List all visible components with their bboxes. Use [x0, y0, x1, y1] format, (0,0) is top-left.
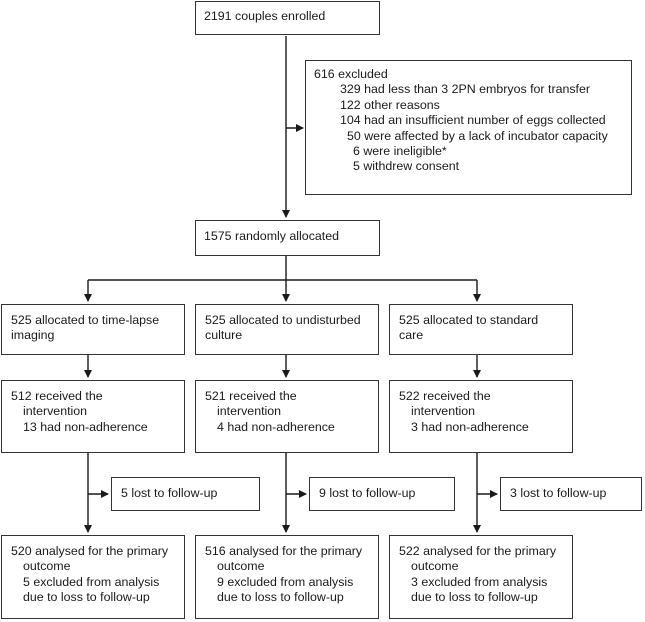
- arm3-analysed-line: 522 analysed for the primary: [399, 544, 557, 558]
- arm1-allocated-line: imaging: [11, 328, 55, 343]
- arm3-received-line: 522 received the: [399, 389, 491, 403]
- arm1-analysed-line: 520 analysed for the primary: [11, 544, 169, 558]
- arm2-analysed-box: 516 analysed for the primary outcome 9 e…: [195, 535, 379, 619]
- randomised-box: 1575 randomly allocated: [195, 220, 380, 256]
- arm1-allocated-line: 525 allocated to time-lapse: [11, 313, 160, 327]
- arm1-analysed-line: due to loss to follow-up: [23, 590, 150, 605]
- arm2-lost-text: 9 lost to follow-up: [319, 486, 416, 500]
- excluded-reason: 5 withdrew consent: [353, 159, 460, 174]
- enrolled-box: 2191 couples enrolled: [195, 1, 380, 35]
- randomised-text: 1575 randomly allocated: [204, 229, 340, 243]
- arm3-received-box: 522 received the intervention 3 had non-…: [389, 380, 573, 453]
- arm1-analysed-line: outcome: [23, 559, 71, 574]
- arm1-lost-text: 5 lost to follow-up: [121, 486, 218, 500]
- arm3-received-line: intervention: [411, 404, 476, 419]
- arm3-lost-text: 3 lost to follow-up: [510, 486, 607, 500]
- arm2-analysed-line: due to loss to follow-up: [217, 590, 344, 605]
- arm3-allocated-box: 525 allocated to standard care: [389, 304, 573, 355]
- arm3-allocated-line: 525 allocated to standard: [399, 313, 539, 327]
- excluded-title: 616 excluded: [314, 67, 388, 81]
- arm2-received-box: 521 received the intervention 4 had non-…: [195, 380, 379, 453]
- arm2-allocated-line: 525 allocated to undisturbed: [205, 313, 361, 327]
- arm2-analysed-line: 9 excluded from analysis: [217, 574, 354, 589]
- excluded-reason: 50 were affected by a lack of incubator …: [347, 128, 608, 143]
- arm1-allocated-box: 525 allocated to time-lapse imaging: [1, 304, 185, 355]
- arm3-analysed-line: 3 excluded from analysis: [411, 574, 548, 589]
- arm2-analysed-line: 516 analysed for the primary: [205, 544, 363, 558]
- arm3-analysed-line: due to loss to follow-up: [411, 590, 538, 605]
- excluded-reason: 329 had less than 3 2PN embryos for tran…: [340, 82, 591, 97]
- excluded-reason: 104 had an insufficient number of eggs c…: [340, 113, 606, 128]
- enrolled-text: 2191 couples enrolled: [204, 9, 326, 23]
- arm2-received-line: intervention: [217, 404, 282, 419]
- arm1-analysed-line: 5 excluded from analysis: [23, 574, 160, 589]
- arm2-received-line: 521 received the: [205, 389, 297, 403]
- arm3-lost-box: 3 lost to follow-up: [500, 477, 642, 511]
- arm2-allocated-box: 525 allocated to undisturbed culture: [195, 304, 379, 355]
- arm1-received-line: 512 received the: [11, 389, 103, 403]
- excluded-reason: 122 other reasons: [340, 97, 440, 112]
- arm3-received-line: 3 had non-adherence: [411, 419, 529, 434]
- excluded-box: 616 excluded 329 had less than 3 2PN emb…: [305, 60, 632, 195]
- arm1-analysed-box: 520 analysed for the primary outcome 5 e…: [1, 535, 185, 619]
- arm2-analysed-line: outcome: [217, 559, 265, 574]
- arm1-lost-box: 5 lost to follow-up: [111, 477, 260, 511]
- arm3-allocated-line: care: [399, 328, 424, 343]
- arm2-allocated-line: culture: [205, 328, 243, 343]
- arm2-lost-box: 9 lost to follow-up: [309, 477, 455, 511]
- arm3-analysed-line: outcome: [411, 559, 459, 574]
- arm1-received-box: 512 received the intervention 13 had non…: [1, 380, 185, 453]
- arm3-analysed-box: 522 analysed for the primary outcome 3 e…: [389, 535, 573, 619]
- arm2-received-line: 4 had non-adherence: [217, 419, 335, 434]
- arm1-received-line: intervention: [23, 404, 88, 419]
- excluded-reason: 6 were ineligible*: [353, 144, 447, 159]
- arm1-received-line: 13 had non-adherence: [23, 419, 148, 434]
